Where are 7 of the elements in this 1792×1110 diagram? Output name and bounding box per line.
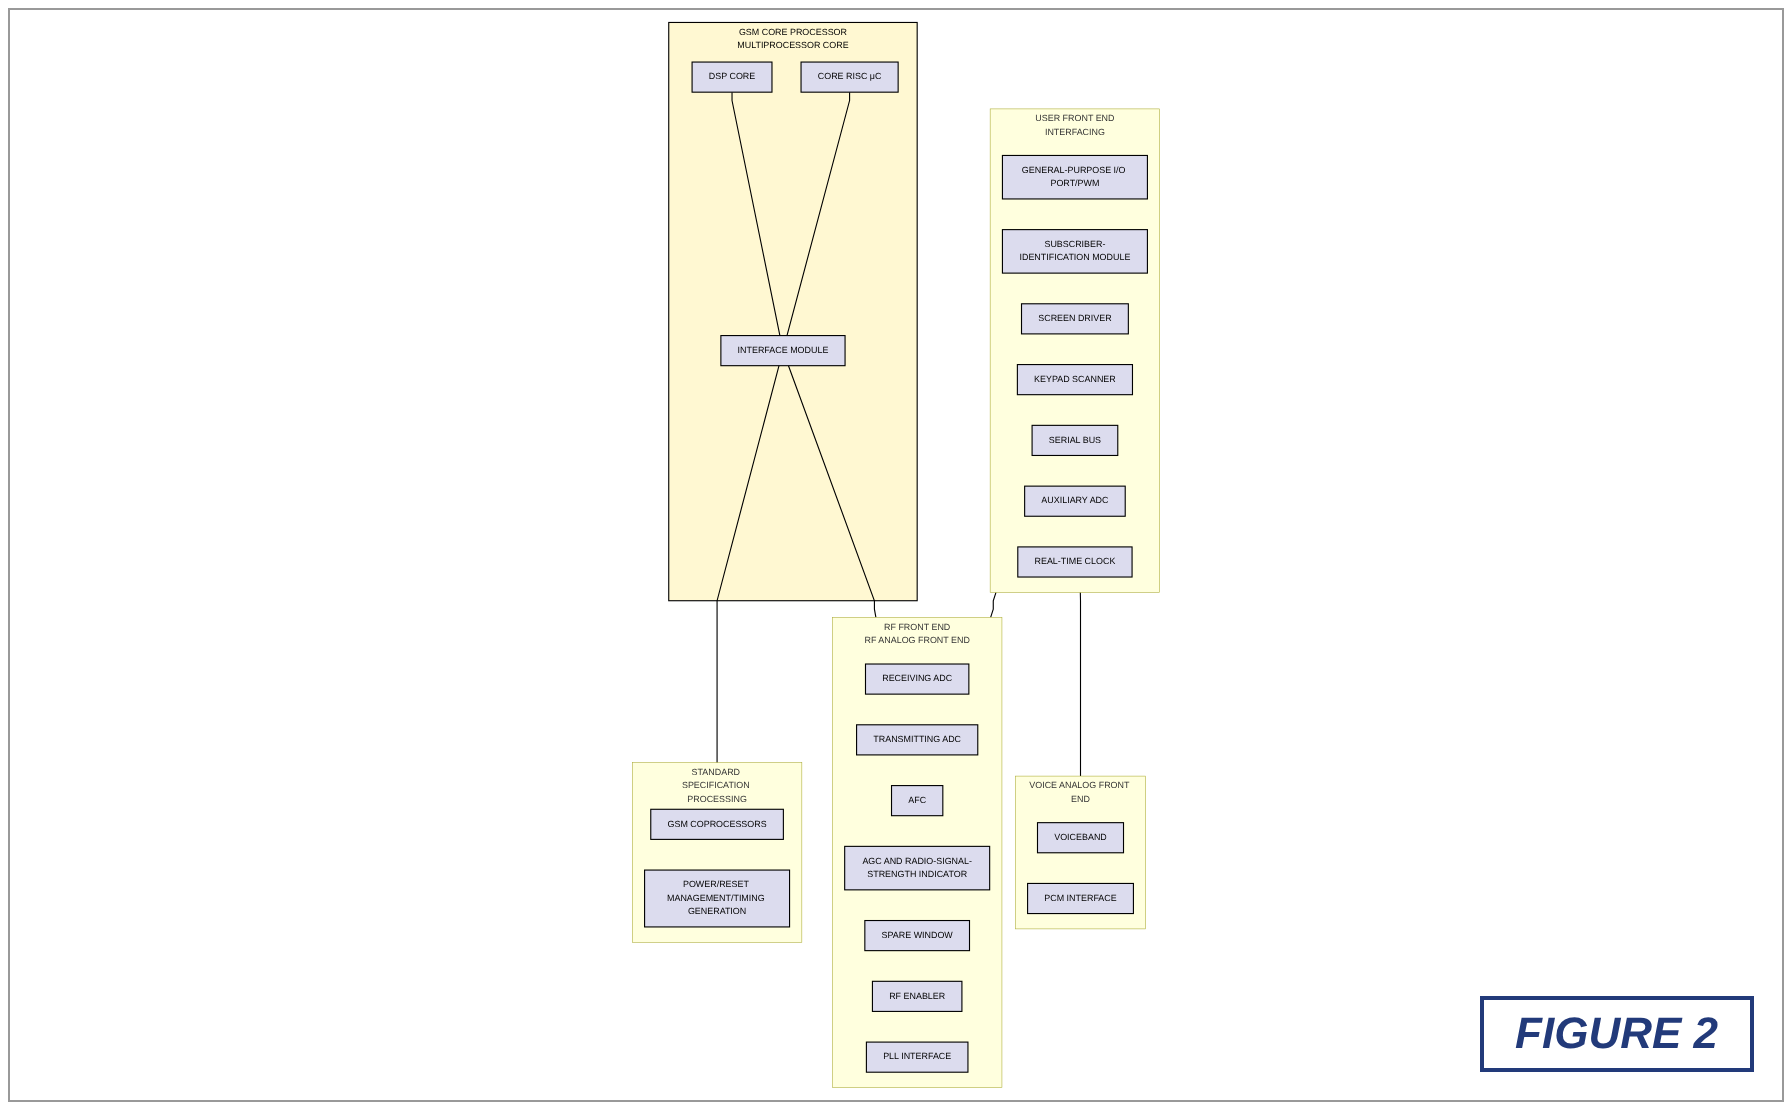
connector (786, 91, 851, 337)
connector (787, 365, 877, 618)
figure-label: FIGURE 2 (1479, 996, 1754, 1072)
connector (716, 365, 780, 764)
connector (990, 591, 997, 618)
connector (731, 91, 781, 337)
connector (1079, 591, 1082, 777)
